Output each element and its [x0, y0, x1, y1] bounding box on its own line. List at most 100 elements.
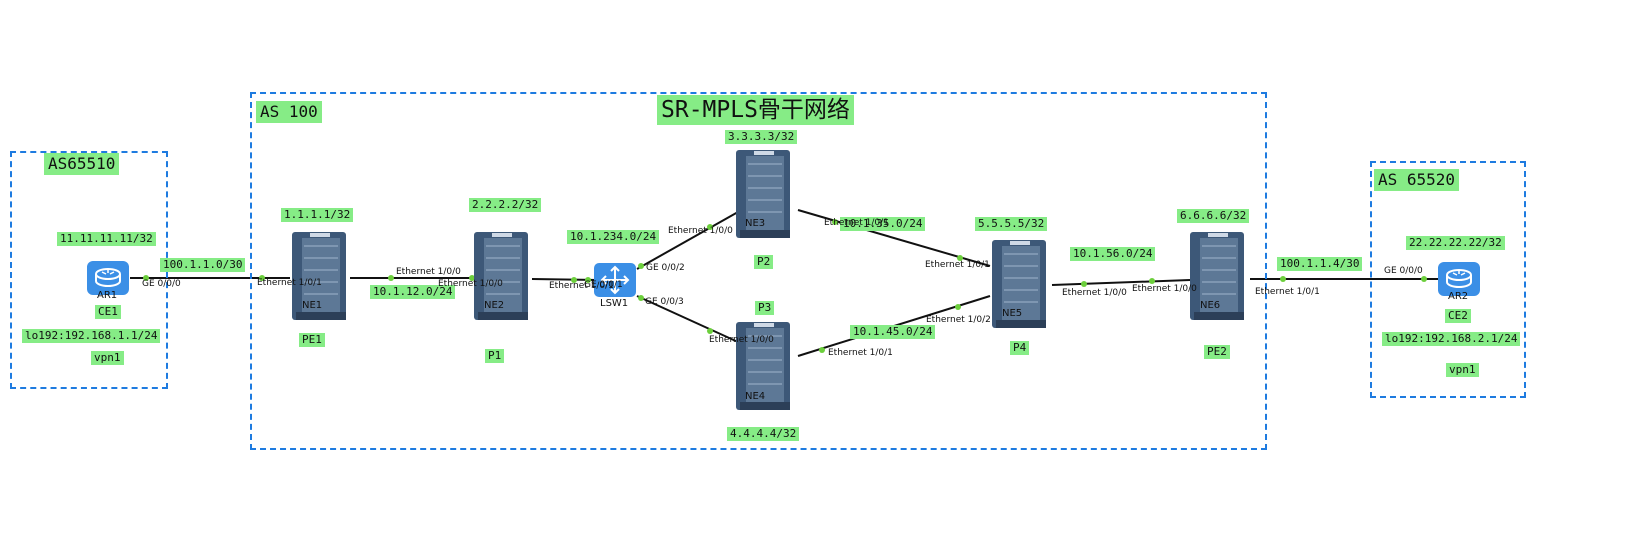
- port-dot: [638, 263, 644, 269]
- ar1-loopback: 11.11.11.11/32: [57, 232, 156, 246]
- rack-router-icon: [736, 150, 790, 238]
- device-ne2[interactable]: [470, 228, 532, 328]
- ar2-loopback: 22.22.22.22/32: [1406, 236, 1505, 250]
- iface-ne2-e0: Ethernet 1/0/0: [438, 279, 503, 289]
- iface-ne6-e1: Ethernet 1/0/1: [1255, 287, 1320, 297]
- rack-router-icon: [292, 232, 346, 320]
- iface-ne6-e0: Ethernet 1/0/0: [1132, 284, 1197, 294]
- iface-ar1-ge: GE 0/0/0: [142, 279, 181, 289]
- lsw1-name: LSW1: [600, 298, 629, 309]
- port-dot: [955, 304, 961, 310]
- ne2-role: P1: [485, 349, 505, 363]
- port-dot: [143, 275, 149, 281]
- port-dot: [571, 277, 577, 283]
- port-dot: [585, 277, 591, 283]
- iface-ne1-e1: Ethernet 1/0/1: [257, 278, 322, 288]
- rack-router-icon: [474, 232, 528, 320]
- iface-ne3-e1: Ethernet 1/0/1: [824, 218, 889, 228]
- iface-ne4-e0: Ethernet 1/0/0: [709, 335, 774, 345]
- ne6-role: PE2: [1204, 345, 1230, 359]
- rack-router-icon: [1190, 232, 1244, 320]
- port-dot: [638, 295, 644, 301]
- port-dot: [832, 219, 838, 225]
- ne5-loopback: 5.5.5.5/32: [975, 217, 1048, 231]
- ar1-lo192: lo192:192.168.1.1/24: [22, 329, 161, 343]
- link-lsw1-ne4: [636, 295, 739, 343]
- iface-lsw-ge3: GE 0/0/3: [645, 297, 684, 307]
- device-ar2[interactable]: [1437, 261, 1481, 301]
- port-dot: [259, 275, 265, 281]
- device-lsw1[interactable]: [593, 262, 637, 302]
- iface-ar2-ge: GE 0/0/0: [1384, 266, 1423, 276]
- ne1-loopback: 1.1.1.1/32: [281, 208, 354, 222]
- device-ne6[interactable]: [1186, 228, 1248, 328]
- region-as-core: [250, 92, 1267, 450]
- switch-icon: [594, 263, 636, 297]
- subnet-ne5-ne6: 10.1.56.0/24: [1070, 247, 1156, 261]
- ne4-role: P3: [755, 301, 775, 315]
- ne5-role: P4: [1010, 341, 1030, 355]
- port-dot: [707, 224, 713, 230]
- port-dot: [957, 255, 963, 261]
- ar2-lo192: lo192:192.168.2.1/24: [1382, 332, 1521, 346]
- port-dot: [388, 275, 394, 281]
- ar1-role: CE1: [95, 305, 121, 319]
- ar1-name: AR1: [97, 290, 118, 301]
- ar1-vpn: vpn1: [91, 351, 124, 365]
- ne3-role: P2: [754, 255, 774, 269]
- iface-ne5-e2: Ethernet 1/0/2: [926, 315, 991, 325]
- as-left-label: AS65510: [44, 153, 120, 175]
- iface-ne3-e0: Ethernet 1/0/0: [668, 226, 733, 236]
- ne4-name: NE4: [745, 391, 766, 402]
- iface-ne5-e1: Ethernet 1/0/1: [925, 260, 990, 270]
- subnet-ne4-ne5: 10.1.45.0/24: [850, 325, 936, 339]
- ne3-loopback: 3.3.3.3/32: [725, 130, 798, 144]
- device-ne3[interactable]: [732, 146, 794, 246]
- subnet-ne3-ne5: 10.1.35.0/24: [840, 217, 926, 231]
- port-dot: [1421, 276, 1427, 282]
- device-ar1[interactable]: [86, 260, 130, 300]
- port-dot: [1149, 278, 1155, 284]
- link-lsw1-ne3: [636, 211, 739, 270]
- ar2-role: CE2: [1445, 309, 1471, 323]
- iface-ne1-e0: Ethernet 1/0/0: [396, 267, 461, 277]
- ar2-vpn: vpn1: [1446, 363, 1479, 377]
- port-dot: [469, 275, 475, 281]
- rack-router-icon: [992, 240, 1046, 328]
- iface-ne5-e0: Ethernet 1/0/0: [1062, 288, 1127, 298]
- device-ne4[interactable]: [732, 318, 794, 418]
- port-dot: [1280, 276, 1286, 282]
- port-dot: [707, 328, 713, 334]
- ne1-role: PE1: [299, 333, 325, 347]
- ne2-loopback: 2.2.2.2/32: [469, 198, 542, 212]
- ar2-name: AR2: [1448, 291, 1469, 302]
- rack-router-icon: [736, 322, 790, 410]
- ne4-loopback: 4.4.4.4/32: [727, 427, 800, 441]
- diagram-title: SR-MPLS骨干网络: [657, 95, 854, 125]
- ne5-name: NE5: [1002, 308, 1023, 319]
- region-as-right: [1370, 161, 1526, 398]
- ne6-name: NE6: [1200, 300, 1221, 311]
- subnet-ce1-pe1: 100.1.1.0/30: [160, 258, 246, 272]
- ne2-name: NE2: [484, 300, 505, 311]
- device-ne1[interactable]: [288, 228, 350, 328]
- iface-ne4-e1: Ethernet 1/0/1: [828, 348, 893, 358]
- as-core-label: AS 100: [256, 101, 322, 123]
- subnet-p1-pe1: 10.1.12.0/24: [370, 285, 456, 299]
- ne6-loopback: 6.6.6.6/32: [1177, 209, 1250, 223]
- port-dot: [819, 347, 825, 353]
- link-ne5-ne6: [1051, 279, 1191, 286]
- ne3-name: NE3: [745, 218, 766, 229]
- iface-lsw-ge2: GE 0/0/2: [646, 263, 685, 273]
- iface-ne2-e1: Ethernet 1/0/1: [549, 281, 614, 291]
- device-ne5[interactable]: [988, 236, 1050, 336]
- port-dot: [1081, 281, 1087, 287]
- as-right-label: AS 65520: [1374, 169, 1460, 191]
- subnet-pe2-ce2: 100.1.1.4/30: [1277, 257, 1363, 271]
- router-icon: [87, 261, 129, 295]
- subnet-lsw: 10.1.234.0/24: [567, 230, 660, 244]
- iface-lsw-ge1: GE 0/0/1: [584, 280, 623, 290]
- ne1-name: NE1: [302, 300, 323, 311]
